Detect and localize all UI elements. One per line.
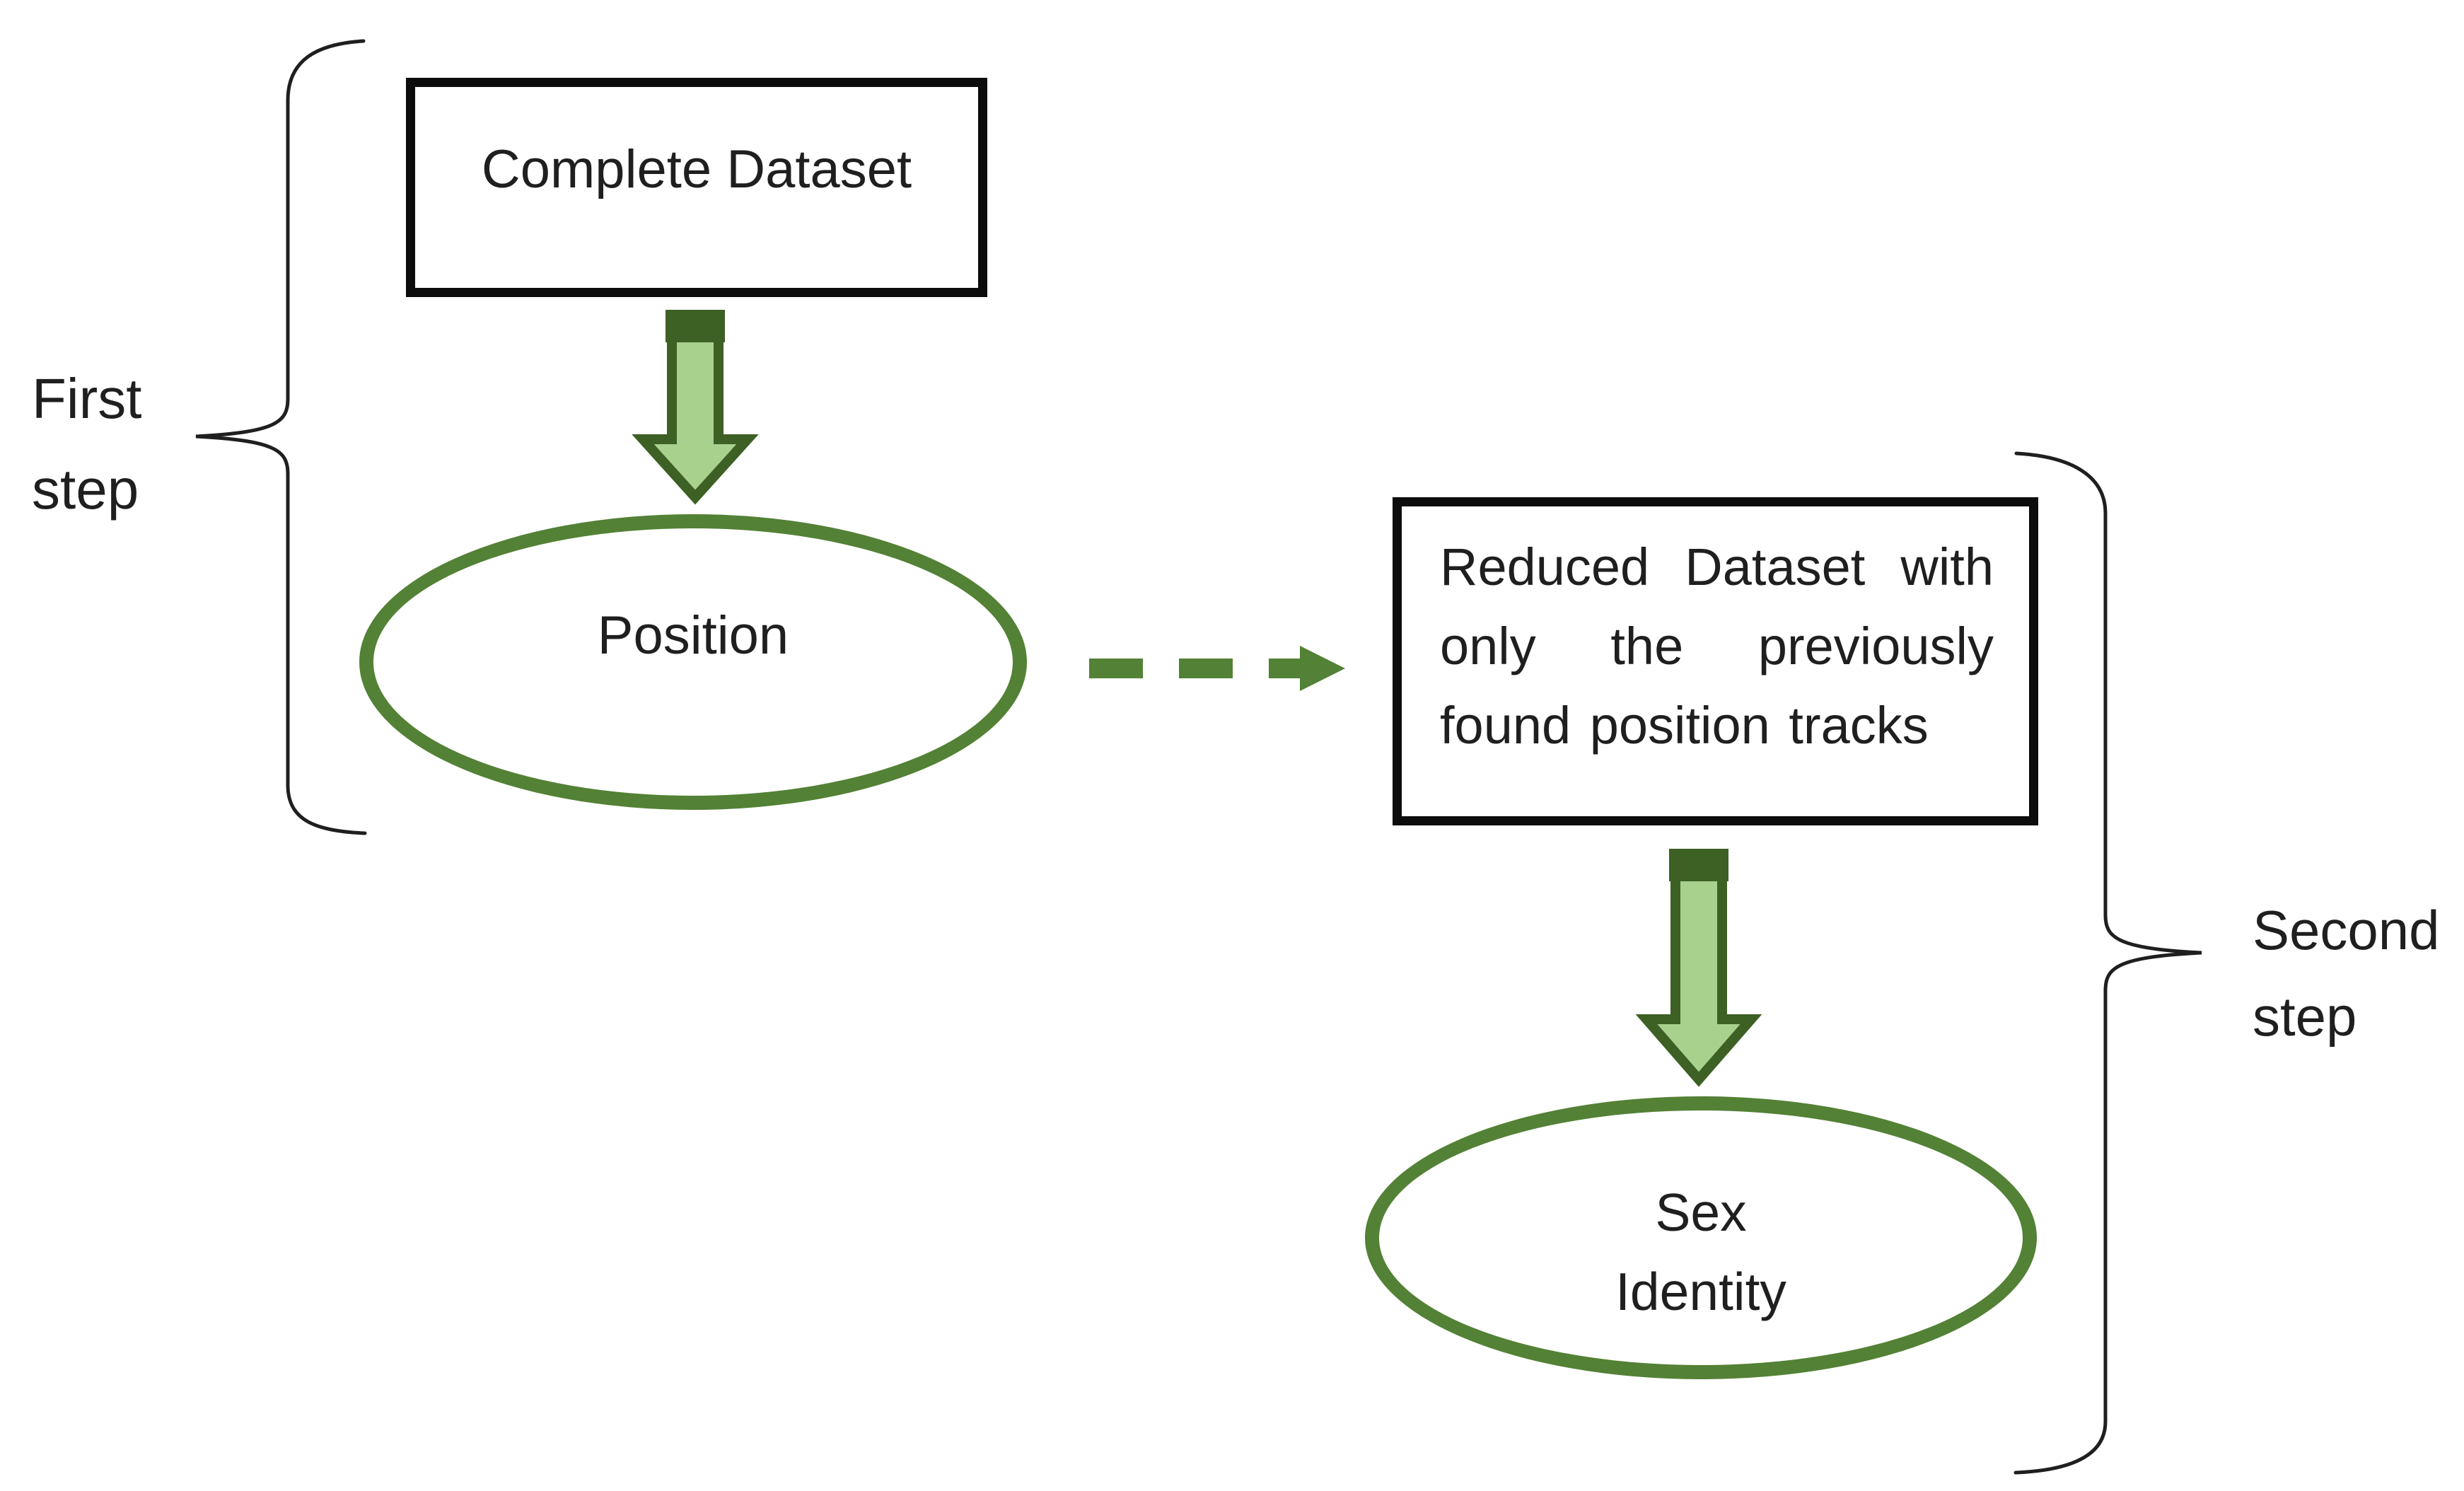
sex-identity-line-1: Sex bbox=[1655, 1183, 1747, 1242]
reduced-dataset-line-2: only the previously bbox=[1440, 617, 1994, 675]
node-complete-dataset-label: Complete Dataset bbox=[481, 139, 912, 199]
down-arrow-body bbox=[1635, 849, 1762, 1087]
down-arrow-body bbox=[632, 311, 759, 505]
node-position: Position bbox=[359, 514, 1027, 810]
second-step-brace-icon bbox=[2013, 451, 2202, 1475]
node-reduced-dataset: Reduced Dataset with only the previously… bbox=[1393, 497, 2038, 825]
down-arrow-dark-cap bbox=[1669, 849, 1728, 881]
down-block-arrow-icon-first bbox=[632, 310, 759, 505]
node-sex-identity-label: Sex Identity bbox=[1615, 1173, 1786, 1331]
node-sex-identity: Sex Identity bbox=[1365, 1096, 2037, 1379]
down-arrow-dark-cap bbox=[666, 310, 725, 342]
node-position-label: Position bbox=[597, 605, 789, 666]
reduced-dataset-line-3: found position tracks bbox=[1440, 696, 1929, 755]
dashed-right-arrow-icon bbox=[1089, 646, 1345, 691]
first-step-label-line-2: step bbox=[32, 458, 139, 521]
second-step-label-line-1: Second bbox=[2253, 899, 2440, 961]
dashed-arrow-head bbox=[1300, 646, 1345, 691]
second-step-label: Second step bbox=[2253, 887, 2440, 1060]
reduced-dataset-line-1: Reduced Dataset with bbox=[1440, 538, 1994, 596]
second-step-label-line-2: step bbox=[2253, 985, 2357, 1048]
sex-identity-line-2: Identity bbox=[1615, 1262, 1786, 1321]
first-step-label: First step bbox=[32, 354, 142, 535]
node-reduced-dataset-label: Reduced Dataset with only the previously… bbox=[1440, 528, 1994, 765]
node-complete-dataset: Complete Dataset bbox=[406, 78, 987, 297]
first-step-brace-icon bbox=[195, 39, 367, 835]
first-step-label-line-1: First bbox=[32, 367, 142, 430]
down-block-arrow-icon-second bbox=[1635, 849, 1762, 1087]
